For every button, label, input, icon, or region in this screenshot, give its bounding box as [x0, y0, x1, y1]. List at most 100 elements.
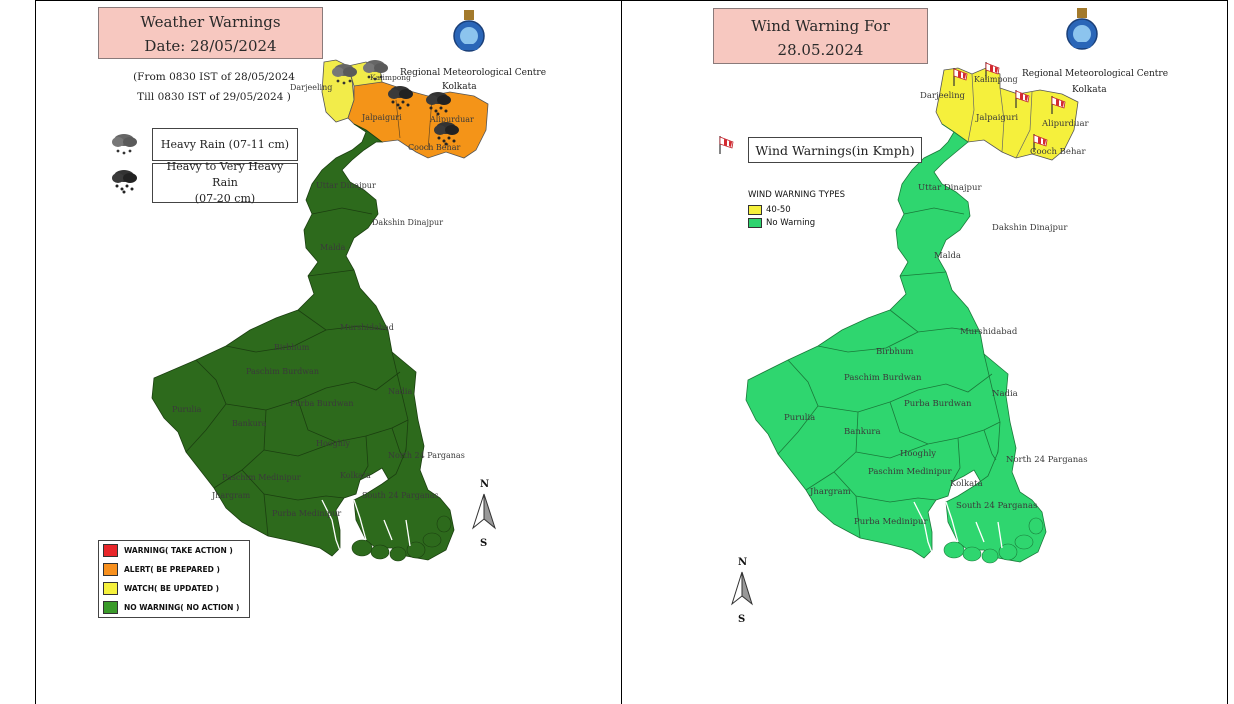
org-city: Kolkata: [1072, 85, 1107, 95]
label-darjeeling: Darjeeling: [290, 83, 332, 92]
label-jalpaiguri: Jalpaiguri: [361, 113, 402, 122]
east-lobe-wind-region: [945, 352, 1047, 563]
legend-very-heavy-label-1: Heavy to Very Heavy Rain: [166, 160, 284, 189]
label-uttar: Uttar Dinajpur: [918, 183, 982, 193]
label-hooghly: Hooghly: [900, 449, 936, 459]
wind-district-boundaries: [777, 207, 1001, 539]
svg-text:N: N: [480, 479, 489, 490]
weather-date: Date: 28/05/2024: [144, 37, 277, 55]
legend-very-heavy-rain: Heavy to Very Heavy Rain (07-20 cm): [152, 160, 298, 205]
label-coochbehar: Cooch Behar: [408, 143, 460, 152]
legend-heavy-rain: Heavy Rain (07-11 cm): [152, 128, 298, 161]
wind-warnings-label-box: Wind Warnings(in Kmph): [748, 137, 922, 163]
label-jhargram: Jhargram: [809, 487, 851, 497]
label-paschim-medinipur: Paschim Medinipur: [222, 473, 301, 482]
label-kolkata: Kolkata: [950, 479, 983, 489]
label-jalpaiguri: Jalpaiguri: [975, 113, 1018, 123]
warning-category-legend: WARNING( TAKE ACTION ) ALERT( BE PREPARE…: [98, 540, 250, 618]
river-lines: [321, 499, 411, 557]
wind-type-no-warning: No Warning: [748, 216, 845, 229]
legend-very-heavy-label-2: (07-20 cm): [194, 192, 256, 205]
imd-emblem-icon: [1066, 8, 1098, 50]
sundarbans-islands: [351, 515, 452, 562]
category-label: WATCH( BE UPDATED ): [124, 584, 220, 593]
label-bankura: Bankura: [232, 419, 267, 428]
label-purba-medinipur: Purba Medinipur: [854, 517, 928, 527]
org-name: Regional Meteorological Centre: [400, 68, 546, 78]
category-no-warning: NO WARNING( NO ACTION ): [99, 598, 249, 617]
north-arrow-icon: N S: [472, 479, 496, 549]
label-dakshin: Dakshin Dinajpur: [992, 223, 1068, 233]
category-swatch: [103, 563, 118, 576]
category-swatch: [103, 544, 118, 557]
north-arrow-icon: N S: [731, 557, 753, 625]
category-label: WARNING( TAKE ACTION ): [124, 546, 233, 555]
label-paschim-medinipur: Paschim Medinipur: [868, 467, 952, 477]
panel-divider: [621, 0, 622, 704]
label-purulia: Purulia: [784, 413, 815, 423]
label-purba-burdwan: Purba Burdwan: [290, 399, 354, 408]
label-s24: South 24 Parganas: [362, 491, 439, 500]
page-frame: [35, 0, 1228, 704]
label-kalimpong: Kalimpong: [370, 73, 411, 82]
east-lobe-region: [353, 350, 455, 561]
label-birbhum: Birbhum: [876, 347, 913, 357]
wind-title: Wind Warning For: [751, 17, 890, 35]
wind-warning-map: Darjeeling Kalimpong Jalpaiguri Alipurdu…: [719, 8, 1168, 625]
validity-till: Till 0830 IST of 29/05/2024 ): [137, 91, 291, 103]
label-hooghly: Hooghly: [316, 439, 350, 448]
label-alipurduar: Alipurduar: [1041, 119, 1090, 129]
wind-types-title: WIND WARNING TYPES: [748, 190, 845, 200]
svg-text:S: S: [738, 614, 745, 625]
wind-type-legend: WIND WARNING TYPES 40-50 No Warning: [748, 190, 845, 229]
sundarbans-wind-islands: [943, 517, 1044, 564]
category-watch: WATCH( BE UPDATED ): [99, 579, 249, 598]
svg-text:N: N: [738, 557, 747, 568]
label-malda: Malda: [934, 251, 961, 261]
org-name: Regional Meteorological Centre: [1022, 69, 1168, 79]
label-paschim-burdwan: Paschim Burdwan: [844, 373, 922, 383]
rain-warning-map: Darjeeling Kalimpong Jalpaiguri Alipurdu…: [112, 10, 546, 562]
label-uttar: Uttar Dinajpur: [316, 181, 376, 190]
wind-warnings-label: Wind Warnings(in Kmph): [755, 142, 915, 158]
label-nadia: Nadia: [388, 387, 412, 396]
very-heavy-rain-icon: [112, 170, 137, 194]
category-swatch: [103, 601, 118, 614]
district-boundaries: [185, 207, 409, 537]
category-swatch: [103, 582, 118, 595]
label-s24: South 24 Parganas: [956, 501, 1037, 511]
category-label: ALERT( BE PREPARED ): [124, 565, 220, 574]
wind-type-label: No Warning: [766, 217, 816, 228]
label-darjeeling: Darjeeling: [920, 91, 966, 101]
label-kalimpong: Kalimpong: [974, 75, 1018, 84]
wind-river-lines: [913, 501, 1003, 559]
label-paschim-burdwan: Paschim Burdwan: [246, 367, 319, 376]
validity-text: (From 0830 IST of 28/05/2024 Till 0830 I…: [114, 67, 314, 107]
wind-type-label: 40-50: [766, 204, 791, 215]
district-labels: Darjeeling Kalimpong Jalpaiguri Alipurdu…: [172, 73, 474, 518]
label-dakshin: Dakshin Dinajpur: [372, 218, 443, 227]
wind-type-swatch: [748, 217, 762, 228]
wind-type-swatch: [748, 204, 762, 215]
category-alert: ALERT( BE PREPARED ): [99, 560, 249, 579]
label-purba-medinipur: Purba Medinipur: [272, 509, 341, 518]
heavy-rain-icon: [112, 134, 137, 155]
label-n24: North 24 Parganas: [1006, 455, 1088, 465]
org-city: Kolkata: [442, 82, 477, 92]
label-kolkata: Kolkata: [340, 471, 371, 480]
legend-heavy-rain-label: Heavy Rain (07-11 cm): [160, 138, 290, 151]
wind-warning-panel: Darjeeling Kalimpong Jalpaiguri Alipurdu…: [622, 0, 1227, 704]
label-malda: Malda: [320, 243, 346, 252]
windsock-icon: [719, 135, 734, 155]
validity-from: (From 0830 IST of 28/05/2024: [133, 71, 295, 83]
weather-title: Weather Warnings: [140, 13, 281, 31]
label-coochbehar: Cooch Behar: [1030, 147, 1086, 157]
label-purba-burdwan: Purba Burdwan: [904, 399, 972, 409]
wind-date: 28.05.2024: [777, 41, 864, 59]
label-murshidabad: Murshidabad: [340, 323, 394, 332]
south-bengal-region: [151, 123, 413, 557]
weather-title-box: Weather Warnings Date: 28/05/2024: [98, 7, 323, 59]
category-warning: WARNING( TAKE ACTION ): [99, 541, 249, 560]
south-bengal-wind-region: [745, 123, 1005, 559]
wind-title-box: Wind Warning For 28.05.2024: [713, 8, 928, 64]
